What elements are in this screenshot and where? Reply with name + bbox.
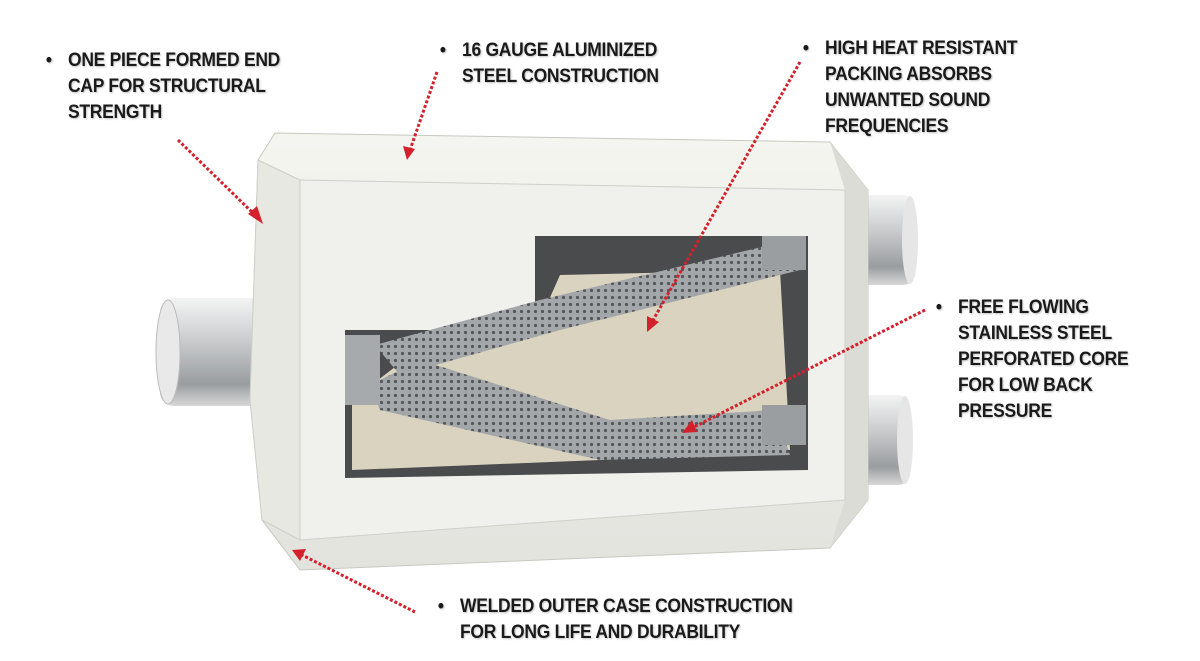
callout-line: UNWANTED SOUND (825, 90, 991, 111)
callout-perforated-core: • FREE FLOWING STAINLESS STEEL PERFORATE… (936, 295, 1129, 425)
inlet-pipe (160, 298, 270, 406)
callout-line: WELDED OUTER CASE CONSTRUCTION (460, 596, 793, 617)
callout-line: FREQUENCIES (825, 116, 949, 137)
callout-end-cap: • ONE PIECE FORMED END CAP FOR STRUCTURA… (46, 48, 281, 126)
arrow-perforated-core (691, 308, 926, 430)
bullet: • (935, 297, 942, 318)
arrow-end-cap (176, 138, 257, 217)
callout-line: FOR LOW BACK (958, 375, 1093, 396)
callout-line: ONE PIECE FORMED END (68, 50, 281, 71)
arrow-aluminized-steel (408, 71, 439, 151)
callout-line: 16 GAUGE ALUMINIZED (462, 40, 658, 61)
callout-line: PRESSURE (958, 401, 1052, 422)
callout-line: STRENGTH (68, 102, 162, 123)
bullet: • (45, 50, 52, 71)
bullet: • (802, 38, 809, 59)
callout-line: STEEL CONSTRUCTION (462, 66, 659, 87)
callout-line: FREE FLOWING (958, 297, 1089, 318)
perforated-core-lower (370, 360, 790, 460)
arrow-welded-case (301, 553, 416, 614)
callout-welded-case: • WELDED OUTER CASE CONSTRUCTION FOR LON… (438, 594, 793, 646)
callout-arrows (176, 61, 926, 614)
callout-line: PERFORATED CORE (958, 349, 1129, 370)
callout-aluminized-steel: • 16 GAUGE ALUMINIZED STEEL CONSTRUCTION (440, 38, 659, 90)
end-cap (249, 159, 301, 541)
perforated-core-upper (375, 245, 800, 375)
callout-line: CAP FOR STRUCTURAL (68, 76, 266, 97)
bullet: • (437, 596, 444, 617)
callout-line: HIGH HEAT RESISTANT (825, 38, 1018, 59)
bullet: • (439, 40, 446, 61)
callout-line: STAINLESS STEEL (958, 323, 1112, 344)
callout-packing: • HIGH HEAT RESISTANT PACKING ABSORBS UN… (803, 36, 1018, 140)
callout-line: FOR LONG LIFE AND DURABILITY (460, 622, 741, 643)
callout-line: PACKING ABSORBS (825, 64, 992, 85)
